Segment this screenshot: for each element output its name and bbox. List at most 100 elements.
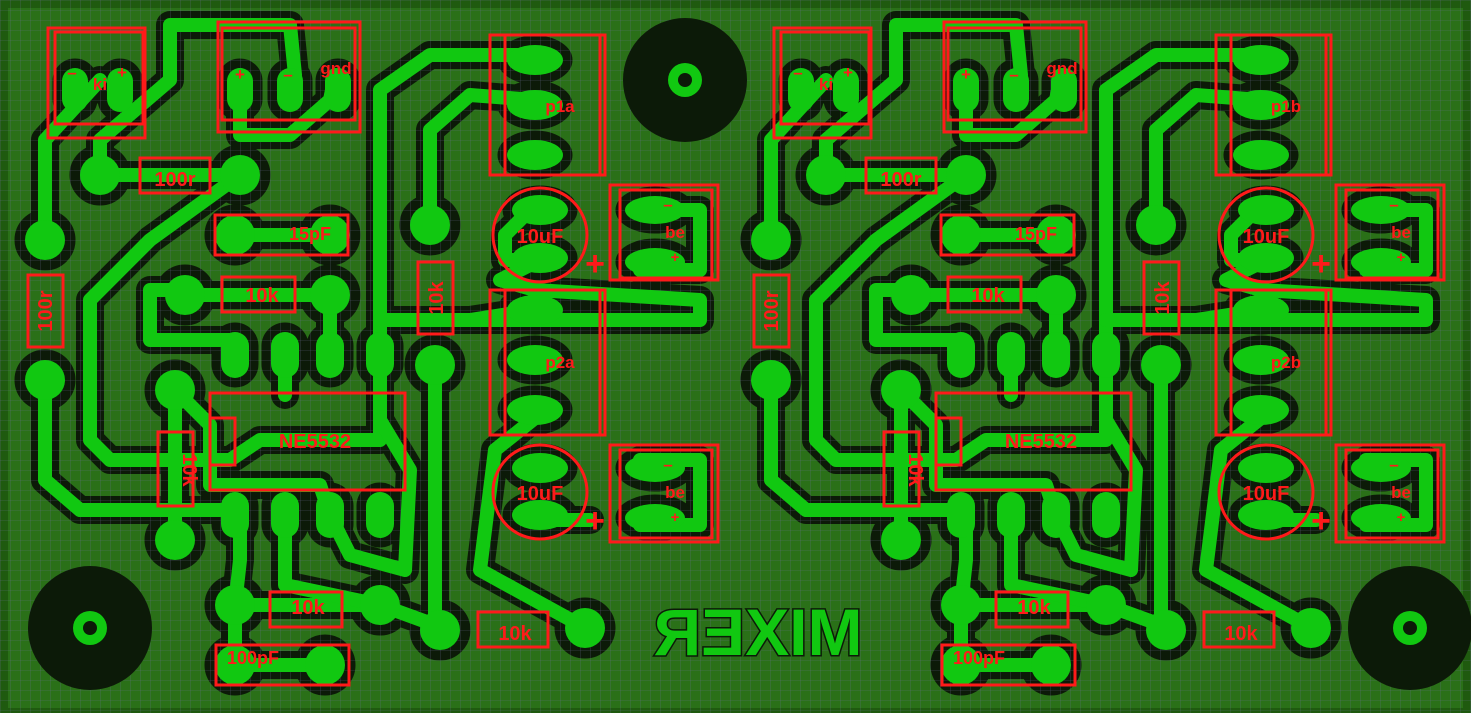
cha-trace-pot1-mid xyxy=(423,88,542,232)
chb-label-gnd-plus: + xyxy=(961,65,971,84)
mounting-holes xyxy=(28,18,1471,690)
cha-label-100pf: 100pF xyxy=(227,648,279,668)
cha-outline-be1-inner xyxy=(618,188,714,280)
cha-outline-gnd-inner xyxy=(220,26,357,122)
chb-outline-10k-out xyxy=(1202,610,1276,649)
chb-trace-pot1-mid xyxy=(1149,88,1268,232)
cha-outline-100r-h xyxy=(138,156,212,195)
chb-pad-be1-1 xyxy=(1351,248,1411,276)
chb-label-be1: be xyxy=(1391,223,1411,242)
chb-outline-be1-inner xyxy=(1344,188,1440,280)
chb-outline-10k-tall xyxy=(882,430,921,508)
chb-label-be2-plus: + xyxy=(1397,509,1406,526)
cha-pad-be2-1 xyxy=(625,504,685,532)
cha-outline-10k-mid xyxy=(220,275,297,314)
cha-pad-ic-bot-3 xyxy=(366,492,394,538)
chb-label-pot1: p1b xyxy=(1271,97,1301,116)
cha-label-100r-h: 100r xyxy=(154,169,195,191)
cha-pad-10k-out-right xyxy=(565,608,605,648)
chb-outline-gnd xyxy=(942,20,1088,134)
chb-label-100pf: 100pF xyxy=(953,648,1005,668)
chb-pad-pot2-2 xyxy=(1233,395,1289,425)
chb-pad-10k-right xyxy=(1036,275,1076,315)
cha-label-gnd: gnd xyxy=(320,59,351,78)
chb-pad-gnd-2 xyxy=(1003,68,1029,112)
chb-pad-ic-bot-0 xyxy=(947,492,975,538)
cha-pad-elko1-0 xyxy=(512,195,568,225)
cha-outline-10k-bottom xyxy=(268,590,344,629)
cha-outline-elko2 xyxy=(491,443,589,541)
chb-pad-15pf-right xyxy=(1036,215,1076,255)
cha-label-elko2-plus: + xyxy=(585,502,605,540)
chb-label-be2-minus: – xyxy=(1389,455,1398,474)
cha-label-be1-plus: + xyxy=(671,249,680,266)
chb-label-10k-bottom: 10k xyxy=(1017,597,1051,619)
chb-pad-pot1-1 xyxy=(1233,90,1289,120)
cha-label-be2: be xyxy=(665,483,685,502)
chb-pad-pot1-2 xyxy=(1233,140,1289,170)
mounting-hole-drill-1 xyxy=(83,621,97,635)
cha-pad-elko1-1 xyxy=(512,243,568,273)
cha-outline-10k-out xyxy=(476,610,550,649)
chb-pad-be2-0 xyxy=(1351,454,1411,482)
chb-pad-10k-v-bot xyxy=(1141,345,1181,385)
cha-label-be1: be xyxy=(665,223,685,242)
chb-pad-10k-bottom-left xyxy=(941,585,981,625)
cha-outline-pot1-inner xyxy=(503,33,602,177)
cha-pad-10k-left xyxy=(165,275,205,315)
cha-pad-pot2-2 xyxy=(507,395,563,425)
cha-outline-be2 xyxy=(608,443,720,544)
chb-label-10k-v: 10k xyxy=(1152,280,1174,314)
cha-pad-10k-tall-bot xyxy=(155,520,195,560)
chb-pad-ic-top-0 xyxy=(947,332,975,378)
chb-pad-100pf-left xyxy=(941,645,981,685)
chb-label-be1-minus: – xyxy=(1389,195,1398,214)
chb-trace-left-bottom xyxy=(764,373,973,612)
cha-label-elko1-plus: + xyxy=(585,245,605,283)
mounting-hole-drill-2 xyxy=(1403,621,1417,635)
cha-label-ki-plus: + xyxy=(117,63,127,82)
cha-label-elko2: 10uF xyxy=(517,483,564,505)
chb-trace-bus xyxy=(1159,253,1433,327)
cha-outline-be2-inner xyxy=(618,448,714,540)
cha-pad-gnd-1 xyxy=(227,68,253,112)
cha-pad-pot1-1 xyxy=(507,90,563,120)
chb-pad-15pf-left xyxy=(941,215,981,255)
chb-pad-elko2-0 xyxy=(1238,453,1294,483)
chb-outline-10k-v xyxy=(1142,260,1181,336)
cha-outline-15pf xyxy=(213,213,350,257)
cha-pad-100pf-left xyxy=(215,645,255,685)
chb-outline-gnd-inner xyxy=(946,26,1083,122)
chb-outline-15pf xyxy=(939,213,1076,257)
chb-trace-pot2-down xyxy=(1199,403,1313,632)
chb-label-elko1: 10uF xyxy=(1243,226,1290,248)
chb-pad-ic-top-3 xyxy=(1092,332,1120,378)
chb-label-10k-mid: 10k xyxy=(971,285,1005,307)
chb-outline-be2-inner xyxy=(1344,448,1440,540)
cha-label-ic: NE5532 xyxy=(279,431,351,453)
cha-pad-gnd-2 xyxy=(277,68,303,112)
chb-label-10k-tall: 10k xyxy=(904,453,926,487)
cha-pad-100r-left xyxy=(80,155,120,195)
cha-trace-top-loop xyxy=(93,18,302,182)
mounting-hole-drill-0 xyxy=(678,73,692,87)
cha-label-pot1: p1a xyxy=(545,97,575,116)
cha-pad-gnd-3 xyxy=(325,68,351,112)
chb-outline-be1 xyxy=(1334,183,1446,282)
cha-pad-ki-plus xyxy=(107,68,133,112)
cha-pad-ic-top-2 xyxy=(316,332,344,378)
cha-pad-elko2-0 xyxy=(512,453,568,483)
cha-pad-15pf-right xyxy=(310,215,350,255)
cha-outline-be1 xyxy=(608,183,720,282)
chb-pad-100r-left xyxy=(806,155,846,195)
chb-label-ki-plus: + xyxy=(843,63,853,82)
chb-label-gnd: gnd xyxy=(1046,59,1077,78)
cha-pad-10k-v-top xyxy=(410,205,450,245)
cha-outline-elko1 xyxy=(491,186,589,284)
cha-trace-pot2-down xyxy=(473,403,587,632)
chb-pad-ki-minus xyxy=(788,68,814,112)
cha-label-10k-out: 10k xyxy=(498,623,532,645)
cha-pad-100r-v-bot xyxy=(25,360,65,400)
chb-pad-be1-0 xyxy=(1351,196,1411,224)
chb-pad-100r-right xyxy=(946,155,986,195)
